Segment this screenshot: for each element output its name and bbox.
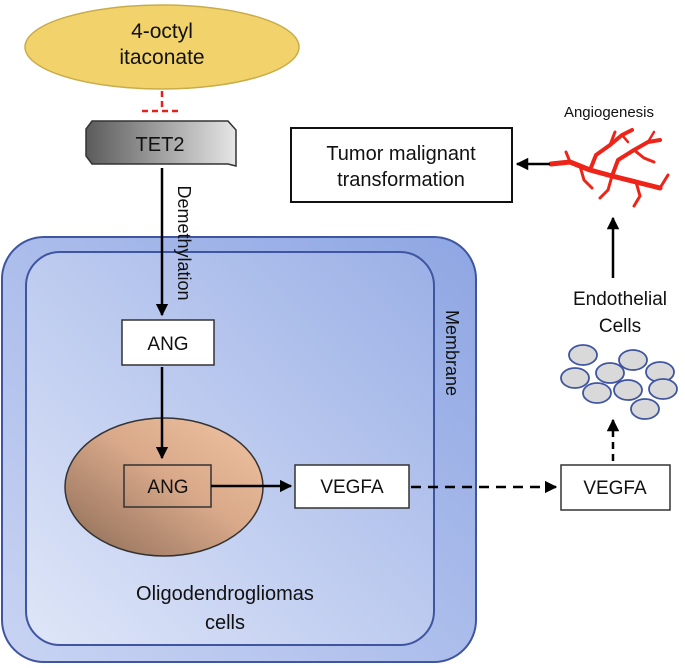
endothelial-cell [613,379,643,401]
membrane-label: Membrane [442,310,462,396]
ang-cytoplasm-label: ANG [147,334,188,355]
endothelial-cell [560,367,590,389]
endothelial-cells-cluster [560,344,678,420]
vegfa-extracellular-label: VEGFA [583,478,647,499]
vegfa-cell-label: VEGFA [320,477,384,498]
endothelial-cell [618,349,648,371]
cell-name-line2: cells [205,612,245,634]
inhibitor-4-octyl-itaconate: 4-octyl itaconate [24,4,300,90]
demethylation-label: Demethylation [174,185,194,300]
inhibitor-line1: 4-octyl [131,20,193,43]
angiogenesis-vessel-icon [548,128,670,208]
angiogenesis-label: Angiogenesis [564,104,654,121]
tumor-transformation-box: Tumor malignant transformation [290,127,513,203]
tet2-label: TET2 [136,134,185,156]
outcome-line1: Tumor malignant [326,143,476,165]
vegfa-cell-box: VEGFA [294,464,410,509]
outcome-line2: transformation [337,169,465,191]
inhibition-mark [142,91,182,113]
endothelial-line1: Endothelial [573,289,667,310]
endothelial-cell [630,398,660,420]
tet2-box: TET2 [85,120,237,167]
endothelial-cell [568,344,598,366]
ang-cytoplasm-box: ANG [121,319,215,366]
vegfa-extracellular-box: VEGFA [560,464,671,511]
endothelial-cell [595,362,625,384]
endothelial-line2: Cells [599,316,641,337]
ang-nucleus-label: ANG [147,477,188,498]
cell-name-line1: Oligodendrogliomas [136,583,314,605]
endothelial-cell [648,378,678,400]
inhibitor-line2: itaconate [119,46,204,69]
endothelial-cell [582,382,612,404]
